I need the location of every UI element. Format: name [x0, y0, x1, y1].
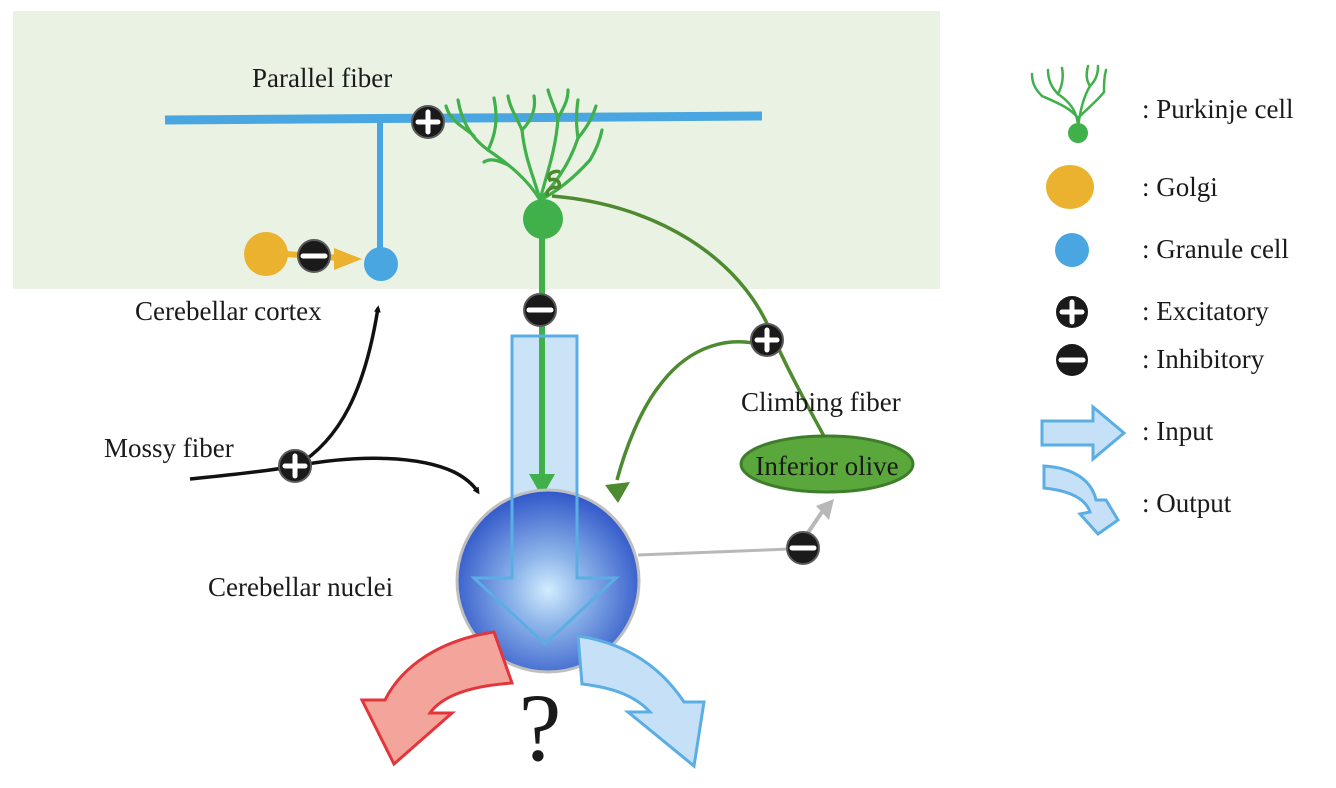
legend-inhibitory-label: : Inhibitory: [1142, 344, 1265, 374]
legend-granule-icon: [1055, 233, 1089, 267]
legend-excitatory-label: : Excitatory: [1142, 296, 1269, 326]
cerebellar-nuclei: [455, 488, 641, 674]
golgi-cell: [244, 232, 288, 276]
cerebellar-cortex-label: Cerebellar cortex: [135, 296, 322, 326]
legend-input-label: : Input: [1142, 416, 1214, 446]
legend-input-icon: [1040, 403, 1127, 463]
climbing-fiber: [545, 169, 828, 503]
inhibitory-sign-golgi: [297, 239, 331, 273]
excitatory-sign-mossy: [278, 449, 312, 483]
inferior-olive: [739, 434, 915, 494]
purkinje-soma: [523, 199, 563, 239]
parallel-fiber-label: Parallel fiber: [252, 63, 392, 93]
cerebellar-nuclei-label: Cerebellar nuclei: [208, 572, 393, 602]
legend-golgi-label: : Golgi: [1142, 172, 1218, 202]
output-arrow-blue: [576, 634, 706, 769]
mossy-fiber-label: Mossy fiber: [104, 433, 234, 463]
inhibitory-sign-nuclei: [786, 531, 820, 565]
legend-purkinje-soma: [1068, 123, 1088, 143]
legend-purkinje-icon: [1030, 64, 1108, 130]
input-arrow-outline: [470, 334, 620, 647]
excitatory-sign-climbing: [750, 323, 784, 357]
purkinje-cell: [523, 199, 563, 239]
granule-cell: [364, 247, 398, 281]
inhibitory-sign-purkinje: [523, 293, 557, 327]
climbing-fiber-label: Climbing fiber: [741, 387, 901, 417]
excitatory-sign-parallel: [411, 105, 445, 139]
legend-output-label: : Output: [1142, 488, 1232, 518]
legend-excitatory-icon: [1056, 296, 1088, 328]
legend-granule-label: : Granule cell: [1142, 234, 1289, 264]
purkinje-dendrites: [444, 88, 604, 202]
legend-purkinje-label: : Purkinje cell: [1142, 94, 1293, 124]
inferior-olive-label: Inferior olive: [755, 451, 898, 481]
legend-inhibitory-icon: [1056, 344, 1088, 376]
cerebellar-cortex-region: [13, 11, 940, 289]
question-mark: ?: [519, 674, 562, 781]
output-arrow-red: [359, 630, 515, 767]
legend: : Purkinje cell : Golgi : Granule cell :…: [1030, 64, 1293, 536]
legend-golgi-icon: [1046, 165, 1094, 209]
legend-output-icon: [1042, 464, 1121, 536]
mossy-fiber: [189, 305, 480, 495]
